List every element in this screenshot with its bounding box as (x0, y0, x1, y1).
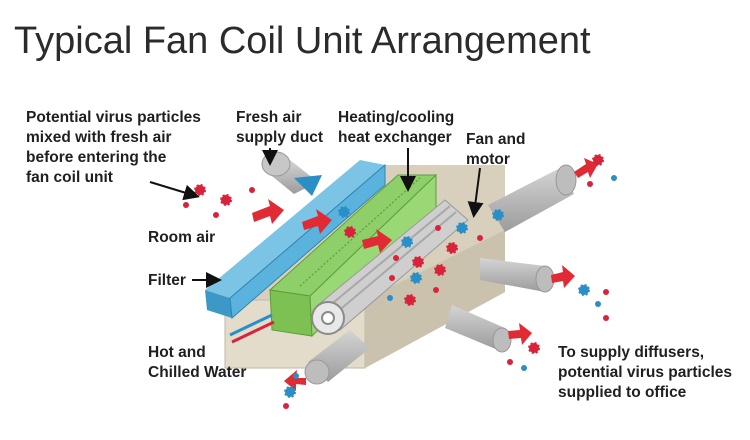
virus-particle (587, 181, 593, 187)
virus-particle (284, 386, 296, 398)
virus-particle (338, 206, 350, 218)
airflow-arrows (252, 158, 598, 391)
virus-particle (433, 287, 439, 293)
airflow-arrow (284, 370, 306, 391)
virus-particle (528, 342, 540, 354)
water-label: Hot and Chilled Water (148, 344, 247, 381)
fresh-air-label: Fresh air supply duct (236, 109, 323, 146)
supply-duct-middle (480, 258, 555, 293)
virus-particle (477, 235, 483, 241)
virus-particle (595, 301, 601, 307)
virus-particle (592, 154, 604, 166)
virus-particle (603, 289, 609, 295)
diagram-title: Typical Fan Coil Unit Arrangement (14, 20, 591, 62)
virus-particle (521, 365, 527, 371)
virus-particle (412, 256, 424, 268)
virus-note-label: Potential virus particles mixed with fre… (26, 109, 201, 186)
water-pipes (229, 313, 275, 344)
airflow-arrow (508, 323, 532, 345)
virus-particle (249, 187, 255, 193)
supply-duct-lower (445, 305, 512, 353)
supply-duct-bottom (304, 330, 370, 385)
airflow-arrow (302, 209, 332, 234)
virus-particle (507, 359, 513, 365)
airflow-arrow (252, 199, 284, 224)
airflow-arrow (574, 158, 598, 178)
fan-motor-pointer (467, 167, 484, 218)
virus-particle (410, 272, 422, 284)
supply-label: To supply diffusers, potential virus par… (558, 344, 732, 401)
virus-particle (387, 295, 393, 301)
virus-particles (183, 154, 617, 409)
virus-particle (611, 175, 617, 181)
virus-particle (434, 264, 446, 276)
virus-particle (603, 315, 609, 321)
virus-particle (213, 212, 219, 218)
airflow-arrow (362, 229, 392, 253)
heat-exchanger-label: Heating/cooling heat exchanger (338, 109, 455, 146)
virus-particle (293, 373, 299, 379)
virus-particle (456, 222, 468, 234)
virus-particle (393, 255, 399, 261)
virus-particle (283, 403, 289, 409)
virus-particle (344, 226, 356, 238)
virus-note-pointer (149, 181, 200, 201)
fan-motor (311, 199, 469, 335)
virus-particle (404, 294, 416, 306)
virus-particle (220, 194, 232, 206)
supply-duct-top (488, 164, 577, 232)
virus-particle (492, 209, 504, 221)
virus-particle (401, 236, 413, 248)
virus-particle (578, 284, 590, 296)
filter-panel (205, 160, 386, 320)
fan-motor-label: Fan and motor (466, 131, 526, 168)
virus-particle (183, 202, 189, 208)
virus-particle (389, 275, 395, 281)
leader-lines (149, 148, 484, 288)
airflow-arrow (551, 265, 575, 288)
room-air-label: Room air (148, 229, 216, 246)
virus-particle (435, 225, 441, 231)
filter-label: Filter (148, 272, 186, 289)
virus-particle (446, 242, 458, 254)
